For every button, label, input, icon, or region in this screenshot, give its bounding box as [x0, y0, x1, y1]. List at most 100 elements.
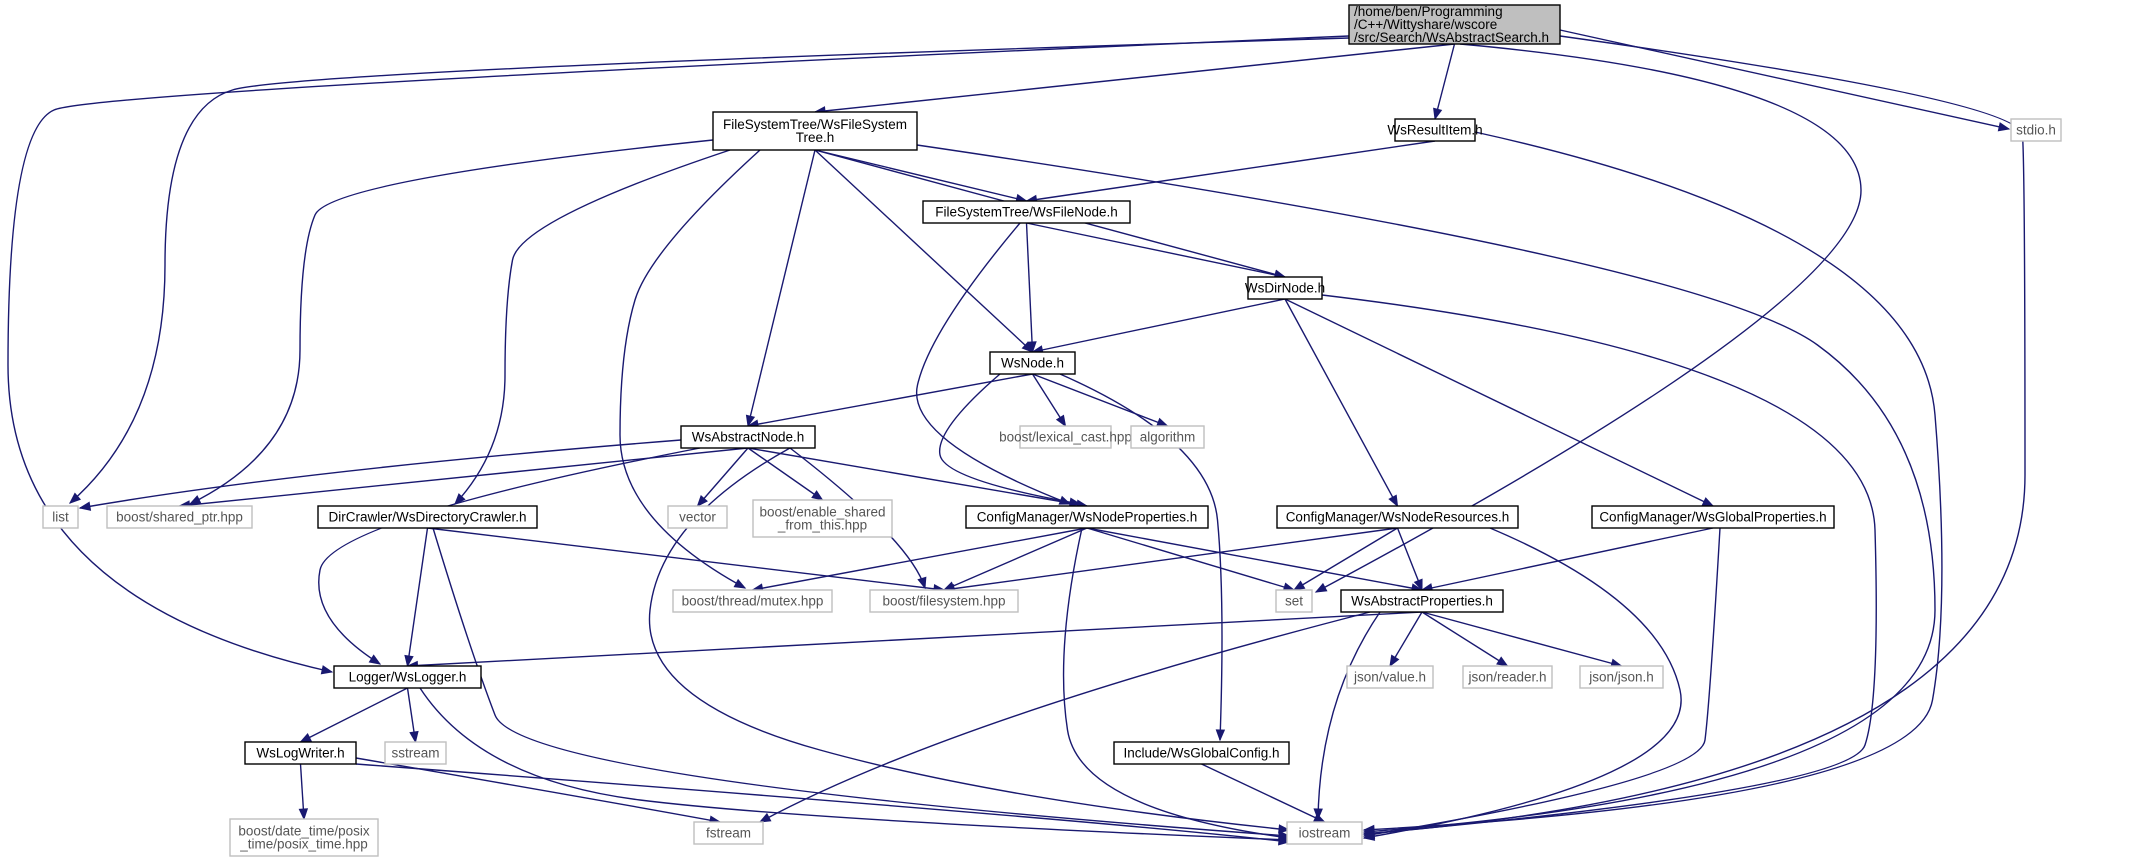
edge-line: [619, 149, 761, 589]
edge-line: [427, 527, 945, 591]
node-logger[interactable]: Logger/WsLogger.h: [333, 665, 482, 689]
edge-line: [1086, 527, 1423, 591]
edge-dirnode-to-globalprops: [1284, 298, 1715, 507]
edge-noderes-to-set: [1292, 527, 1398, 591]
node-wsnode[interactable]: WsNode.h: [989, 351, 1076, 375]
edge-line: [915, 222, 1071, 505]
node-set: set: [1275, 589, 1313, 613]
edge-dircrawler-to-iostream: [432, 527, 1291, 840]
node-box: [1247, 276, 1323, 300]
arrowhead: [404, 654, 414, 668]
edge-line: [1363, 527, 1721, 837]
node-box: [2010, 118, 2062, 142]
node-label: json/json.h: [1588, 670, 1654, 685]
arrowhead: [1413, 578, 1423, 592]
node-filenode[interactable]: FileSystemTree/WsFileNode.h: [922, 200, 1131, 224]
edge-line: [454, 149, 731, 505]
edge-logger-to-sstream: [406, 687, 419, 744]
arrowhead: [299, 733, 313, 743]
arrowhead: [1496, 656, 1509, 667]
edge-absprops-to-jsonreader: [1421, 611, 1509, 667]
node-box: [1340, 589, 1504, 613]
arrowhead: [1278, 836, 1291, 846]
edge-result-to-iostream: [1362, 131, 1943, 835]
node-box: [333, 665, 482, 689]
edge-absprops-to-fstream: [758, 611, 1371, 823]
edge-absnode-to-nodeprops: [747, 447, 1089, 509]
edge-filenode-to-dirnode: [1026, 222, 1287, 280]
node-box: [989, 351, 1076, 375]
edge-line: [1032, 373, 1168, 427]
node-dircrawler[interactable]: DirCrawler/WsDirectoryCrawler.h: [317, 505, 538, 529]
arrowhead: [68, 492, 82, 504]
node-sharedptr: boost/shared_ptr.hpp: [106, 505, 253, 529]
node-label: Include/WsGlobalConfig.h: [1123, 746, 1279, 761]
arrowhead: [758, 812, 772, 823]
edge-line: [814, 149, 1027, 202]
edge-line: [432, 527, 1290, 837]
arrowhead: [1388, 494, 1399, 508]
arrowhead: [1027, 341, 1037, 354]
node-dirnode[interactable]: WsDirNode.h: [1245, 276, 1325, 300]
node-label: ConfigManager/WsGlobalProperties.h: [1599, 510, 1826, 525]
edge-line: [1062, 527, 1290, 839]
node-label: boost/shared_ptr.hpp: [116, 510, 243, 525]
node-fstream: fstream: [693, 821, 764, 845]
node-label: boost/lexical_cast.hpp: [999, 430, 1132, 445]
edge-line: [419, 687, 1290, 841]
node-box: [1348, 4, 1561, 45]
node-box: [1276, 505, 1519, 529]
node-nodeprops[interactable]: ConfigManager/WsNodeProperties.h: [965, 505, 1209, 529]
node-label: list: [52, 510, 69, 525]
edge-line: [355, 763, 1290, 843]
arrowhead: [1389, 654, 1400, 668]
edge-absnode-to-enableshared: [747, 447, 824, 501]
edge-globalconfig-to-iostream: [1201, 763, 1326, 823]
node-absnode[interactable]: WsAbstractNode.h: [680, 425, 816, 449]
node-globalprops[interactable]: ConfigManager/WsGlobalProperties.h: [1591, 505, 1835, 529]
node-result[interactable]: WsResultItem.h: [1387, 118, 1483, 142]
node-box: [1462, 665, 1553, 689]
node-label: _from_this.hpp: [777, 518, 867, 533]
edge-line: [407, 611, 1423, 667]
node-noderes[interactable]: ConfigManager/WsNodeResources.h: [1276, 505, 1519, 529]
edge-dirnode-to-wsnode: [1031, 298, 1286, 355]
edge-line: [1059, 373, 1223, 741]
node-label: set: [1285, 594, 1303, 609]
node-box: [752, 499, 893, 538]
node-root[interactable]: /home/ben/Programming/C++/Wittyshare/wsc…: [1348, 4, 1561, 45]
edge-absprops-to-iostream: [1313, 611, 1381, 821]
node-label: ConfigManager/WsNodeResources.h: [1286, 510, 1510, 525]
node-box: [1591, 505, 1835, 529]
node-enableshared: boost/enable_shared_from_this.hpp: [752, 499, 893, 538]
node-logwriter[interactable]: WsLogWriter.h: [244, 741, 357, 765]
edge-line: [179, 447, 749, 507]
node-absprops[interactable]: WsAbstractProperties.h: [1340, 589, 1504, 613]
arrowhead: [917, 576, 927, 590]
node-label: FileSystemTree/WsFileSystem: [723, 117, 907, 132]
node-label: Tree.h: [796, 130, 835, 145]
node-box: [1019, 425, 1112, 449]
edge-line: [747, 447, 1088, 507]
node-box: [1346, 665, 1434, 689]
node-box: [106, 505, 253, 529]
node-lexical: boost/lexical_cast.hpp: [999, 425, 1132, 449]
edge-dircrawler-to-logger: [404, 527, 429, 668]
node-label: WsResultItem.h: [1387, 123, 1482, 138]
edge-line: [1026, 222, 1286, 278]
edge-line: [759, 611, 1371, 823]
arrowhead: [1997, 122, 2011, 132]
node-label: /C++/Wittyshare/wscore: [1354, 17, 1497, 32]
edge-line: [1434, 43, 1456, 120]
node-globalconfig[interactable]: Include/WsGlobalConfig.h: [1113, 741, 1290, 765]
arrowhead: [745, 414, 756, 428]
edge-line: [1284, 298, 1714, 507]
arrowhead: [188, 495, 202, 505]
edge-logger-to-logwriter: [299, 687, 408, 743]
node-vector: vector: [667, 505, 728, 529]
edge-noderes-to-absprops: [1396, 527, 1423, 592]
edge-globalprops-to-absprops: [1420, 527, 1714, 593]
arrowhead: [1292, 580, 1306, 591]
